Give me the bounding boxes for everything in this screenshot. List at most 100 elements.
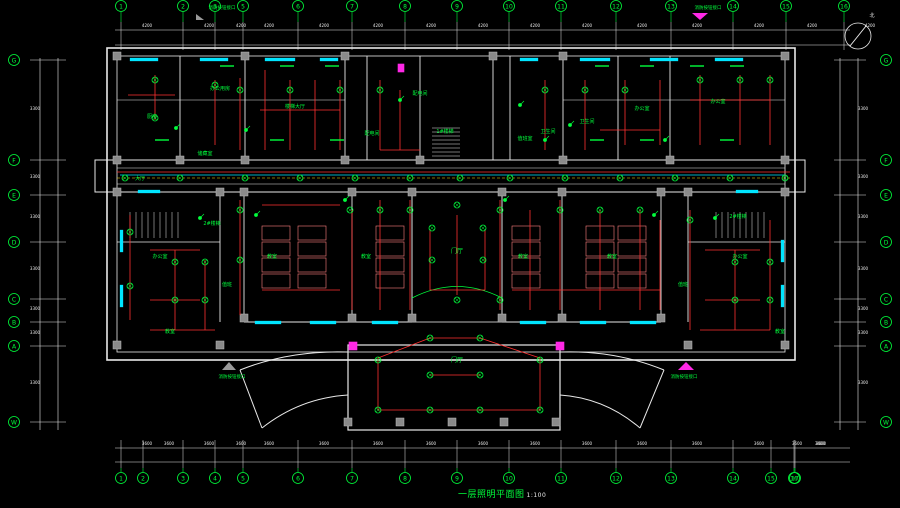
- dim-text: 3600: [530, 441, 541, 446]
- dim-text: 3600: [816, 441, 827, 446]
- curve-end: [239, 369, 263, 429]
- dim-text: 4200: [264, 23, 275, 28]
- column: [558, 51, 568, 61]
- axis-bubble-top: [727, 0, 739, 12]
- ceiling-lamp: [496, 206, 504, 214]
- axis-bubble-top: [451, 0, 463, 12]
- switch-lever: [653, 210, 659, 216]
- dim-text: 4200: [426, 23, 437, 28]
- ceiling-lamp: [236, 206, 244, 214]
- axis-bubble-top: [292, 0, 304, 12]
- magenta-box: [397, 63, 405, 73]
- lamp-cross: [429, 225, 435, 231]
- lamp-cross: [732, 297, 738, 303]
- room-label-center: 配电间: [412, 90, 427, 97]
- window: [309, 320, 337, 325]
- lamp-cross: [477, 372, 483, 378]
- light-fixtures: [121, 65, 789, 414]
- window: [519, 320, 547, 325]
- lamp-cross: [454, 202, 460, 208]
- axis-bubble-left: [8, 293, 20, 305]
- axis-label-left: G: [12, 58, 17, 65]
- lamp-cross: [507, 175, 513, 181]
- axis-bubble-top: [780, 0, 792, 12]
- magenta-box: [348, 341, 358, 351]
- lamp-cross: [202, 259, 208, 265]
- axis-bubble-bottom: [451, 472, 463, 484]
- lamp-cross: [212, 82, 218, 88]
- axis-label-left: E: [12, 193, 16, 200]
- column: [683, 340, 693, 350]
- column: [112, 340, 122, 350]
- north-arrow-label: 北: [869, 12, 874, 19]
- axis-bubble-top: [503, 0, 515, 12]
- lamp-cross: [597, 207, 603, 213]
- axis-bubble-bottom: [177, 472, 189, 484]
- room-label-center: 教室: [361, 253, 371, 260]
- fire-button-label: 消防按钮接口: [671, 373, 698, 380]
- axis-bubble-right: [880, 236, 892, 248]
- lamp-cross: [497, 207, 503, 213]
- axis-bubble-left: [8, 236, 20, 248]
- window: [714, 57, 744, 62]
- dim-text: 4200: [637, 23, 648, 28]
- axis-bubble-top: [237, 0, 249, 12]
- ceiling-lamp: [126, 282, 134, 290]
- room-label-center: 值班室: [517, 135, 532, 142]
- column: [557, 187, 567, 197]
- axis-label-bottom: 7: [350, 476, 354, 483]
- column: [347, 313, 357, 323]
- lamp-cross: [767, 77, 773, 83]
- ceiling-lamp: [766, 296, 774, 304]
- axis-bubble-left: [8, 316, 20, 328]
- axis-label-right: D: [884, 240, 889, 247]
- toilet-stall: [261, 241, 291, 257]
- axis-label-top: 12: [612, 4, 620, 11]
- axis-bubble-left: [8, 54, 20, 66]
- lamp-cross: [172, 297, 178, 303]
- dim-text: 3300: [30, 330, 41, 335]
- column: [340, 51, 350, 61]
- drawing-title-text: 一层照明平面图: [458, 490, 525, 500]
- axis-label-top: 15: [782, 4, 790, 11]
- ceiling-lamp: [581, 86, 589, 94]
- axis-bubble-bottom: [137, 472, 149, 484]
- axis-bubble-right: [880, 316, 892, 328]
- axis-bubble-right: [880, 340, 892, 352]
- axis-label-bottom: 17: [791, 476, 799, 483]
- window-vertical: [780, 239, 785, 263]
- window: [519, 57, 539, 62]
- lamp-cross: [352, 175, 358, 181]
- ceiling-lamp: [428, 256, 436, 264]
- lamp-cross: [407, 175, 413, 181]
- lamp-cross: [427, 407, 433, 413]
- axis-bubble-top: [209, 0, 221, 12]
- lamp-cross: [562, 175, 568, 181]
- axis-label-left: D: [12, 240, 17, 247]
- window: [371, 320, 399, 325]
- dim-text: 4200: [807, 23, 818, 28]
- axis-label-bottom: 12: [612, 476, 620, 483]
- window: [579, 320, 607, 325]
- window-vertical: [780, 284, 785, 308]
- column: [240, 51, 250, 61]
- lamp-cross: [672, 175, 678, 181]
- dim-text: 4200: [236, 23, 247, 28]
- axis-label-bottom: 3: [181, 476, 185, 483]
- hall-label-entry: 门厅: [451, 356, 463, 364]
- switch-lever: [519, 100, 525, 106]
- axis-label-top: 16: [840, 4, 848, 11]
- dim-text: 4200: [478, 23, 489, 28]
- lamp-cross: [152, 77, 158, 83]
- column: [112, 155, 122, 165]
- dim-text: 4200: [582, 23, 593, 28]
- dim-text: 3600: [637, 441, 648, 446]
- switch-lever: [399, 95, 405, 101]
- axis-label-top: 8: [403, 4, 407, 11]
- dim-text: 3300: [858, 380, 869, 385]
- switch-lever: [504, 195, 510, 201]
